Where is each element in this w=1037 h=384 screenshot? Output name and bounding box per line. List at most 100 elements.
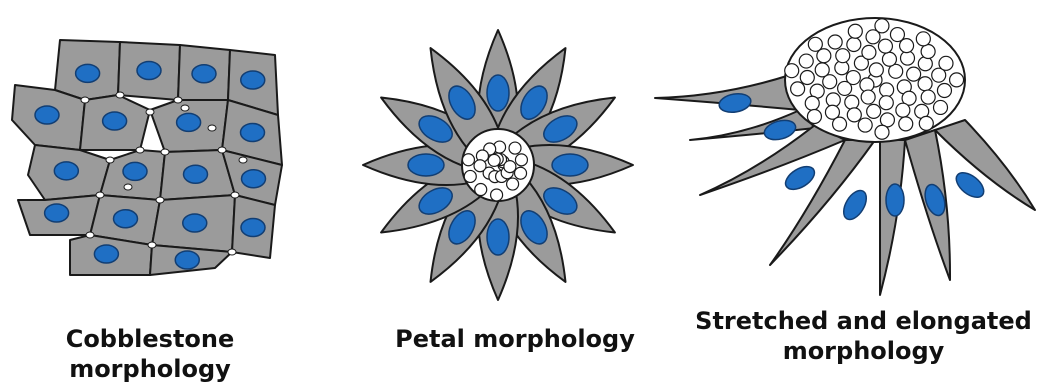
vesicle xyxy=(937,84,951,98)
vesicle xyxy=(488,154,500,166)
vesicle xyxy=(474,160,486,172)
vesicle xyxy=(919,116,933,130)
vesicle xyxy=(807,110,821,124)
vesicle xyxy=(174,97,182,103)
vesicle xyxy=(231,192,239,198)
vesicle xyxy=(161,149,169,155)
nucleus xyxy=(183,214,207,232)
nucleus xyxy=(192,65,216,83)
vesicle xyxy=(146,109,154,115)
nucleus xyxy=(114,210,138,228)
nucleus xyxy=(487,75,509,111)
vesicle xyxy=(218,147,226,153)
elongated-cell xyxy=(880,140,905,295)
vesicle xyxy=(156,197,164,203)
vesicle xyxy=(862,45,876,59)
vesicle xyxy=(116,92,124,98)
vesicle xyxy=(847,108,861,122)
vesicle xyxy=(81,97,89,103)
vesicle xyxy=(869,63,883,77)
nucleus xyxy=(839,187,871,224)
nucleus xyxy=(175,251,199,269)
vesicle xyxy=(867,104,881,118)
vesicle xyxy=(858,118,872,132)
vesicle xyxy=(475,184,487,196)
nucleus xyxy=(241,124,265,142)
nucleus xyxy=(886,184,904,216)
vesicle xyxy=(896,103,910,117)
vesicle xyxy=(907,67,921,81)
nucleus xyxy=(487,219,509,255)
nucleus xyxy=(54,162,78,180)
vesicle xyxy=(838,81,852,95)
vesicle xyxy=(799,54,813,68)
nucleus xyxy=(76,64,100,82)
vesicle xyxy=(847,38,861,52)
nucleus xyxy=(408,154,444,176)
nucleus xyxy=(123,162,147,180)
vesicle xyxy=(124,184,132,190)
vesicle xyxy=(875,19,889,33)
nucleus xyxy=(184,165,208,183)
caption-cobblestone: Cobblestone morphology xyxy=(0,324,300,384)
stretched-morphology-illustration xyxy=(655,18,1035,295)
vesicle xyxy=(805,96,819,110)
nucleus xyxy=(94,245,118,263)
vesicle xyxy=(875,125,889,139)
nucleus xyxy=(35,106,59,124)
nucleus xyxy=(782,162,819,194)
vesicle xyxy=(106,157,114,163)
elongated-cell xyxy=(935,120,1035,210)
nucleus xyxy=(177,113,201,131)
petal-morphology-illustration xyxy=(363,30,633,300)
vesicle xyxy=(836,49,850,63)
vesicle xyxy=(880,83,894,97)
caption-stretched: Stretched and elongated morphology xyxy=(690,306,1037,366)
vesicle xyxy=(462,154,474,166)
vesicle xyxy=(800,71,814,85)
vesicle xyxy=(845,95,859,109)
vesicle xyxy=(882,52,896,66)
vesicle xyxy=(504,161,516,173)
elongated-cell xyxy=(690,110,815,140)
vesicle xyxy=(879,96,893,110)
vesicle xyxy=(136,147,144,153)
vesicle xyxy=(96,192,104,198)
vesicle xyxy=(950,73,964,87)
vesicle xyxy=(464,170,476,182)
vesicle xyxy=(918,77,932,91)
nucleus xyxy=(103,112,127,130)
vesicle xyxy=(507,178,519,190)
vesicle xyxy=(181,105,189,111)
vesicle xyxy=(921,90,935,104)
vesicle xyxy=(785,64,799,78)
vesicle xyxy=(791,82,805,96)
nucleus xyxy=(552,154,588,176)
vesicle xyxy=(491,189,503,201)
vesicle xyxy=(890,28,904,42)
vesicle xyxy=(833,117,847,131)
caption-petal: Petal morphology xyxy=(380,324,650,354)
vesicle xyxy=(148,242,156,248)
vesicle xyxy=(934,100,948,114)
nucleus xyxy=(241,71,265,89)
vesicle xyxy=(899,117,913,131)
cobblestone-morphology-illustration xyxy=(12,40,282,275)
vesicle xyxy=(939,56,953,70)
vesicle xyxy=(916,32,930,46)
vesicle xyxy=(861,90,875,104)
vesicle xyxy=(848,24,862,38)
vesicle xyxy=(921,44,935,58)
vesicle xyxy=(808,37,822,51)
vesicle xyxy=(515,154,527,166)
vesicle xyxy=(239,157,247,163)
nucleus xyxy=(137,62,161,80)
vesicle xyxy=(86,232,94,238)
vesicle xyxy=(815,63,829,77)
vesicle xyxy=(208,125,216,131)
nucleus xyxy=(45,204,69,222)
vesicle xyxy=(509,142,521,154)
vesicle xyxy=(515,167,527,179)
vesicle xyxy=(228,249,236,255)
vesicle xyxy=(878,39,892,53)
